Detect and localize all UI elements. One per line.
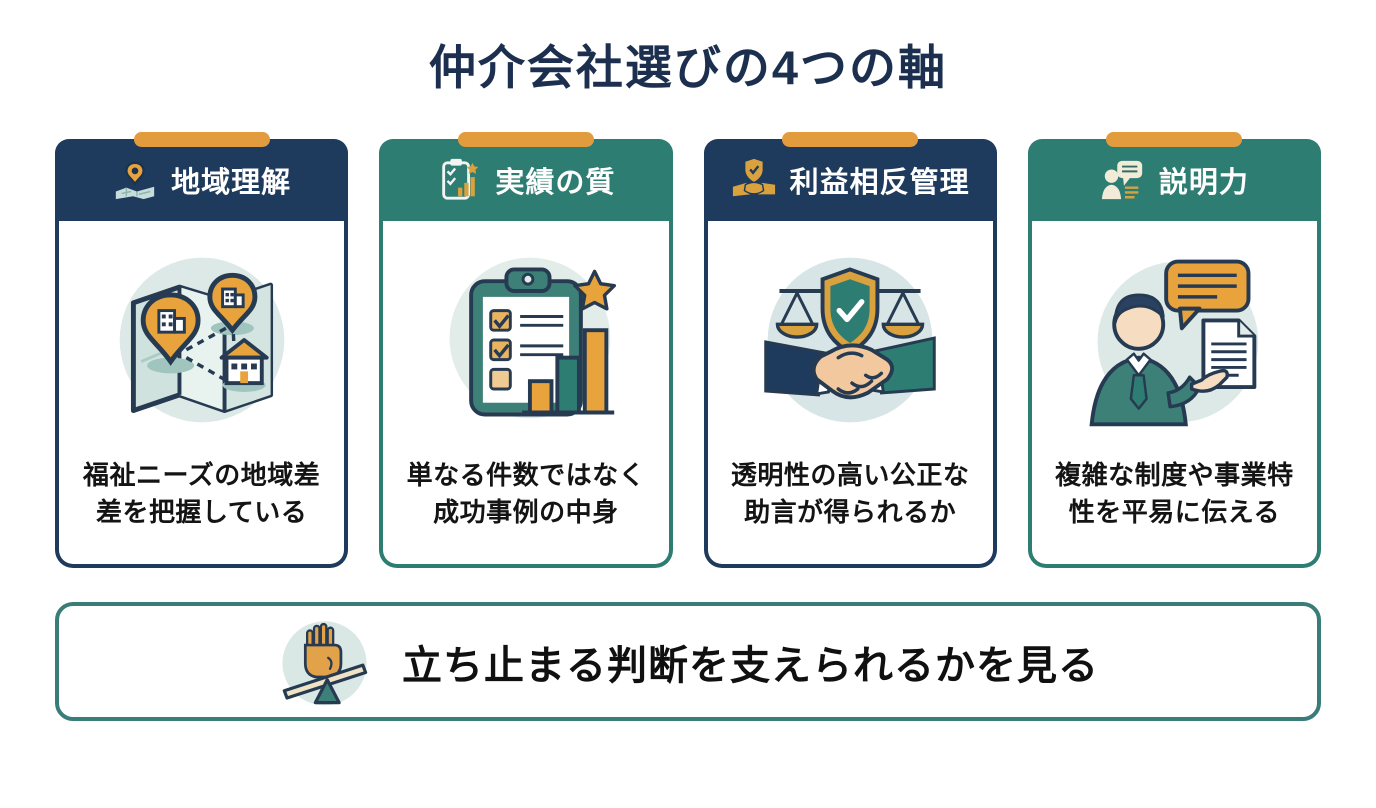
- card-label: 実績の質: [495, 167, 616, 200]
- card-body: 単なる件数ではなく 成功事例の中身: [379, 221, 673, 569]
- card-description: 複雑な制度や事業特 性を平易に伝える: [1032, 457, 1317, 531]
- card-description: 福祉ニーズの地域差 差を把握している: [59, 457, 344, 531]
- footer-banner: 立ち止まる判断を支えられるかを見る: [55, 602, 1321, 722]
- card-description-line2: 性を平易に伝える: [1068, 497, 1280, 528]
- hand-balance-icon: [277, 614, 372, 709]
- map-pin-icon: [112, 157, 158, 203]
- card-description: 単なる件数ではなく 成功事例の中身: [383, 457, 668, 531]
- card-description-line1: 複雑な制度や事業特: [1055, 460, 1294, 491]
- card-description-line2: 助言が得られるか: [744, 497, 957, 528]
- card-body: 福祉ニーズの地域差 差を把握している: [55, 221, 349, 569]
- card-header: 実績の質: [379, 139, 673, 222]
- map-with-pins-illustration: [59, 221, 344, 449]
- person-speech-icon: [1100, 157, 1146, 203]
- card-header: 利益相反管理: [703, 139, 997, 222]
- card-header: 地域理解: [55, 139, 349, 222]
- card-top-tab: [133, 132, 270, 148]
- card-description-line2: 成功事例の中身: [433, 497, 619, 528]
- checklist-chart-icon: [436, 157, 482, 203]
- card-header: 説明力: [1027, 139, 1321, 222]
- card-body: 複雑な制度や事業特 性を平易に伝える: [1027, 221, 1321, 569]
- card-description: 透明性の高い公正な 助言が得られるか: [708, 457, 993, 531]
- person-speech-document-illustration: [1032, 221, 1317, 449]
- cards-row: 地域理解: [55, 132, 1321, 569]
- card-track-record-quality: 実績の質: [379, 132, 673, 569]
- card-label: 利益相反管理: [789, 167, 970, 200]
- card-description-line2: 差を把握している: [96, 497, 308, 528]
- card-description-line1: 透明性の高い公正な: [730, 460, 970, 491]
- handshake-shield-icon: [731, 157, 777, 203]
- page-title: 仲介会社選びの4つの軸: [428, 41, 948, 94]
- card-top-tab: [1106, 132, 1243, 148]
- card-label: 説明力: [1158, 167, 1249, 200]
- card-description-line1: 福祉ニーズの地域差: [83, 460, 321, 491]
- card-top-tab: [457, 132, 594, 148]
- footer-text: 立ち止まる判断を支えられるかを見る: [402, 643, 1099, 688]
- card-description-line1: 単なる件数ではなく: [406, 460, 646, 491]
- card-regional-understanding: 地域理解: [55, 132, 349, 569]
- card-label: 地域理解: [171, 167, 292, 200]
- clipboard-checklist-illustration: [383, 221, 668, 449]
- card-explanation-ability: 説明力: [1027, 132, 1321, 569]
- infographic-root: 仲介会社選びの4つの軸 地域理解: [0, 40, 1376, 722]
- card-body: 透明性の高い公正な 助言が得られるか: [703, 221, 997, 569]
- handshake-scales-shield-illustration: [708, 221, 993, 449]
- card-top-tab: [782, 132, 919, 148]
- card-conflict-of-interest-management: 利益相反管理: [703, 132, 997, 569]
